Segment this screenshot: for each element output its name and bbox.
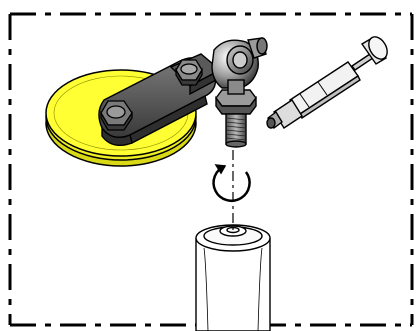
- rotate-icon: [214, 165, 250, 201]
- grease-gun-icon: [267, 34, 391, 128]
- pulley-bolt-icon: [101, 101, 132, 130]
- arm-bolt-icon: [176, 60, 202, 85]
- ball-joint-icon: [212, 38, 267, 147]
- strut-cylinder-icon: [196, 225, 270, 331]
